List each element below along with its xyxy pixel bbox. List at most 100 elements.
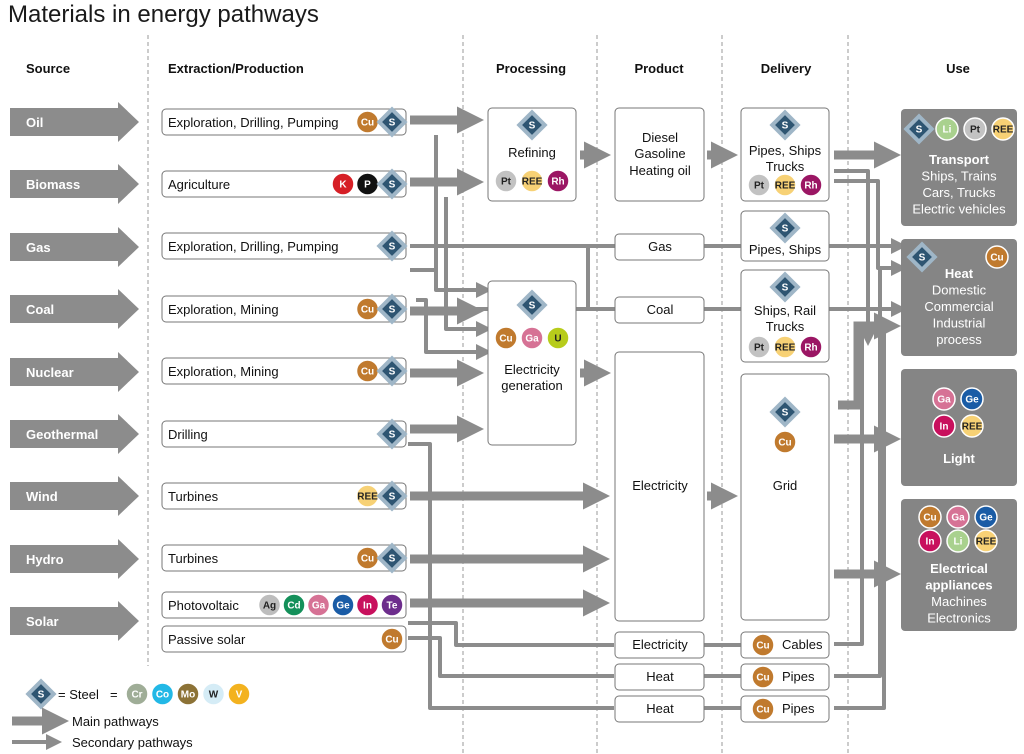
use-line: Industrial	[933, 316, 986, 331]
element-symbol: W	[209, 690, 219, 701]
element-badge-pt: Pt	[747, 335, 771, 359]
steel-diamond-core	[382, 548, 402, 568]
steel-symbol: S	[782, 408, 789, 419]
element-badge-cu: Cu	[918, 505, 942, 529]
secondary-path	[834, 169, 876, 346]
extraction-label: Exploration, Drilling, Pumping	[168, 239, 339, 254]
element-circle	[773, 430, 797, 454]
element-symbol: Te	[387, 601, 398, 612]
legend-equals: =	[110, 687, 118, 702]
source-label: Coal	[26, 302, 54, 317]
element-symbol: In	[926, 537, 935, 548]
steel-badge: S	[769, 396, 801, 428]
element-symbol: Ga	[312, 601, 326, 612]
element-circle	[355, 593, 380, 617]
element-circle	[985, 245, 1009, 269]
use-line: Electric vehicles	[912, 202, 1006, 217]
element-symbol: Ge	[979, 513, 993, 524]
element-badge-ge: Ge	[974, 505, 998, 529]
steel-symbol: S	[916, 125, 923, 136]
element-symbol: Cu	[499, 334, 512, 345]
element-circle	[751, 697, 775, 721]
element-circle	[799, 335, 823, 359]
element-circle	[991, 117, 1015, 141]
steel-badge: S	[376, 106, 408, 138]
element-symbol: K	[339, 180, 347, 191]
element-symbol: REE	[962, 422, 983, 433]
element-badge-co: Co	[150, 682, 175, 706]
element-circle	[960, 414, 984, 438]
element-badge-cd: Cd	[282, 593, 306, 617]
col-delivery: Delivery	[761, 61, 812, 76]
steel-diamond-core	[775, 402, 795, 422]
steel-diamond-core	[382, 112, 402, 132]
steel-symbol: S	[389, 305, 396, 316]
extraction-label: Exploration, Mining	[168, 302, 279, 317]
element-circle	[257, 593, 282, 617]
product-fuels-box: Diesel Gasoline Heating oil	[614, 107, 705, 202]
element-symbol: Cu	[361, 118, 374, 129]
source-hydro: Hydro	[10, 539, 139, 579]
element-symbol: Cu	[756, 673, 769, 684]
source-arrow	[10, 414, 139, 454]
source-label: Wind	[26, 489, 58, 504]
product-solar-electricity-box: Electricity	[614, 631, 705, 659]
element-circle	[227, 682, 251, 706]
element-badge-cu: Cu	[751, 633, 775, 657]
source-gas: Gas	[10, 227, 139, 267]
element-circle	[932, 387, 956, 411]
element-badge-ga: Ga	[306, 593, 331, 617]
element-symbol: Pt	[754, 343, 765, 354]
element-badge-cu: Cu	[355, 546, 380, 570]
element-circle	[773, 335, 797, 359]
element-circle	[946, 529, 970, 553]
element-circle	[494, 326, 518, 350]
steel-badge: S	[516, 289, 548, 321]
main-path	[838, 312, 901, 410]
secondary-path	[834, 268, 882, 678]
element-circle	[918, 529, 942, 553]
element-badge-pt: Pt	[963, 117, 987, 141]
source-arrow	[10, 227, 139, 267]
steel-badge: S	[25, 678, 57, 710]
element-circle	[773, 173, 797, 197]
source-arrow	[10, 539, 139, 579]
product-heat-label-2: Heat	[646, 701, 674, 716]
delivery-cables-materials: Cu	[751, 633, 775, 657]
product-heat-label-1: Heat	[646, 669, 674, 684]
extraction-label: Passive solar	[168, 632, 246, 647]
element-badge-u: U	[546, 326, 570, 350]
element-badge-k: K	[331, 172, 355, 196]
element-circle	[380, 627, 404, 651]
source-arrow	[10, 164, 139, 204]
use-box-frame	[901, 369, 1017, 486]
element-circle	[747, 173, 771, 197]
diagram-title: Materials in energy pathways	[8, 1, 319, 28]
secondary-path	[834, 330, 864, 646]
element-badge-ag: Ag	[257, 593, 282, 617]
steel-symbol: S	[782, 121, 789, 132]
source-label: Oil	[26, 115, 43, 130]
steel-diamond-core	[382, 361, 402, 381]
steel-symbol: S	[389, 554, 396, 565]
source-coal: Coal	[10, 289, 139, 329]
element-badge-pt: Pt	[494, 169, 518, 193]
element-symbol: REE	[993, 125, 1014, 136]
element-circle	[306, 593, 331, 617]
steel-badge: S	[376, 542, 408, 574]
element-symbol: REE	[775, 343, 796, 354]
steel-symbol: S	[529, 121, 536, 132]
element-symbol: Cu	[361, 554, 374, 565]
source-geothermal: Geothermal	[10, 414, 139, 454]
source-label: Nuclear	[26, 365, 74, 380]
element-symbol: Ga	[937, 395, 951, 406]
element-symbol: REE	[976, 537, 997, 548]
col-processing: Processing	[496, 61, 566, 76]
